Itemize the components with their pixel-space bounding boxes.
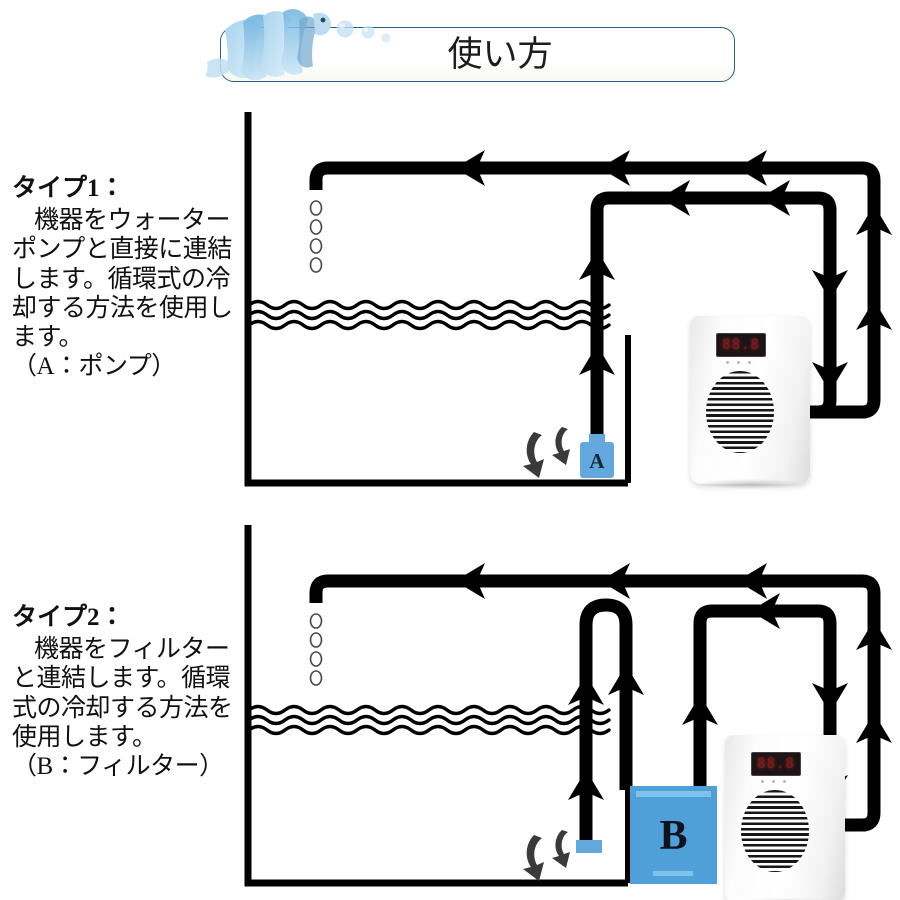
- bubbles-icon: [309, 613, 323, 686]
- pump-device-a[interactable]: A: [580, 434, 614, 478]
- type1-line-4: 循環式の冷却す: [12, 265, 231, 322]
- intake-strainer-foot: [576, 840, 602, 853]
- chiller-unit-type1[interactable]: 88.8: [690, 316, 810, 489]
- type1-line-1: 機器をウォー: [34, 207, 182, 234]
- filter-foot: [653, 871, 693, 876]
- pump-neck: [589, 434, 605, 443]
- fish-and-bubbles-icon: [205, 9, 391, 81]
- type1-text-block: タイプ1： 機器をウォーターポンプと直接に連結します。循環式の冷却する方法を使用…: [12, 168, 252, 382]
- type2-line-1: 機器をフィル: [34, 636, 181, 663]
- filter-body: [630, 786, 717, 884]
- type1-description: 機器をウォーターポンプと直接に連結します。循環式の冷却する方法を使用します。: [12, 206, 252, 352]
- indicator-leds-icon: [726, 361, 756, 365]
- chiller-display-value: 88.8: [722, 337, 760, 353]
- indicator-leds-icon: [761, 780, 791, 784]
- type1-diagram: [0, 100, 900, 500]
- type1-line-2: ターポンプと直: [12, 207, 231, 264]
- intake-siphon-pipe: [579, 598, 633, 845]
- type1-line-3: 接に連結します。: [12, 236, 232, 293]
- type2-line-4: 却する方法を使: [12, 694, 233, 751]
- type2-line-2: ターと連結しま: [12, 636, 230, 693]
- type2-text-block: タイプ2： 機器をフィルターと連結します。循環式の冷却する方法を使用します。 （…: [12, 597, 252, 781]
- type1-line-5: る方法を使用し: [61, 294, 233, 322]
- water-surface-waves-icon: [247, 704, 611, 736]
- type2-legend: （B：フィルター）: [12, 753, 224, 780]
- aquarium-tank-icon: [244, 112, 631, 487]
- filter-cap: [636, 791, 711, 797]
- type2-description: 機器をフィルターと連結します。循環式の冷却する方法を使用します。: [12, 635, 252, 752]
- type1-legend: （A：ポンプ）: [12, 353, 176, 381]
- circular-vent-grille-icon: [741, 790, 809, 872]
- pump-body: [580, 442, 614, 478]
- feed-pipe: [590, 191, 866, 435]
- filter-device-b[interactable]: B: [630, 786, 717, 884]
- flow-arrow-icon: [579, 180, 848, 392]
- page-title: 使い方: [447, 35, 553, 74]
- flow-arrow-icon: [455, 150, 892, 330]
- chiller-display: 88.8: [716, 333, 766, 357]
- header: 使い方: [0, 0, 900, 110]
- type2-line-3: す。循環式の冷: [12, 665, 231, 722]
- chiller-unit-type2[interactable]: 88.8: [725, 735, 845, 900]
- type1-line-6: ます。: [12, 324, 84, 351]
- chiller-display: 88.8: [751, 752, 801, 776]
- water-surface-waves-icon: [247, 299, 611, 331]
- return-pipe: [309, 574, 881, 832]
- return-pipe: [309, 161, 881, 419]
- type2-label: タイプ2：: [12, 604, 125, 631]
- bubbles-icon: [309, 200, 323, 273]
- chiller-display-value: 88.8: [757, 756, 795, 772]
- flow-arrow-icon: [568, 665, 644, 800]
- water-swirl-arrows-icon: [523, 427, 570, 478]
- flow-arrow-icon: [455, 563, 892, 743]
- circular-vent-grille-icon: [706, 371, 774, 453]
- pump-label: A: [589, 449, 605, 473]
- water-swirl-arrows-icon: [523, 830, 570, 881]
- type2-line-5: 用します。: [36, 723, 158, 751]
- type1-label: タイプ1：: [12, 175, 125, 202]
- filter-label: B: [659, 813, 688, 859]
